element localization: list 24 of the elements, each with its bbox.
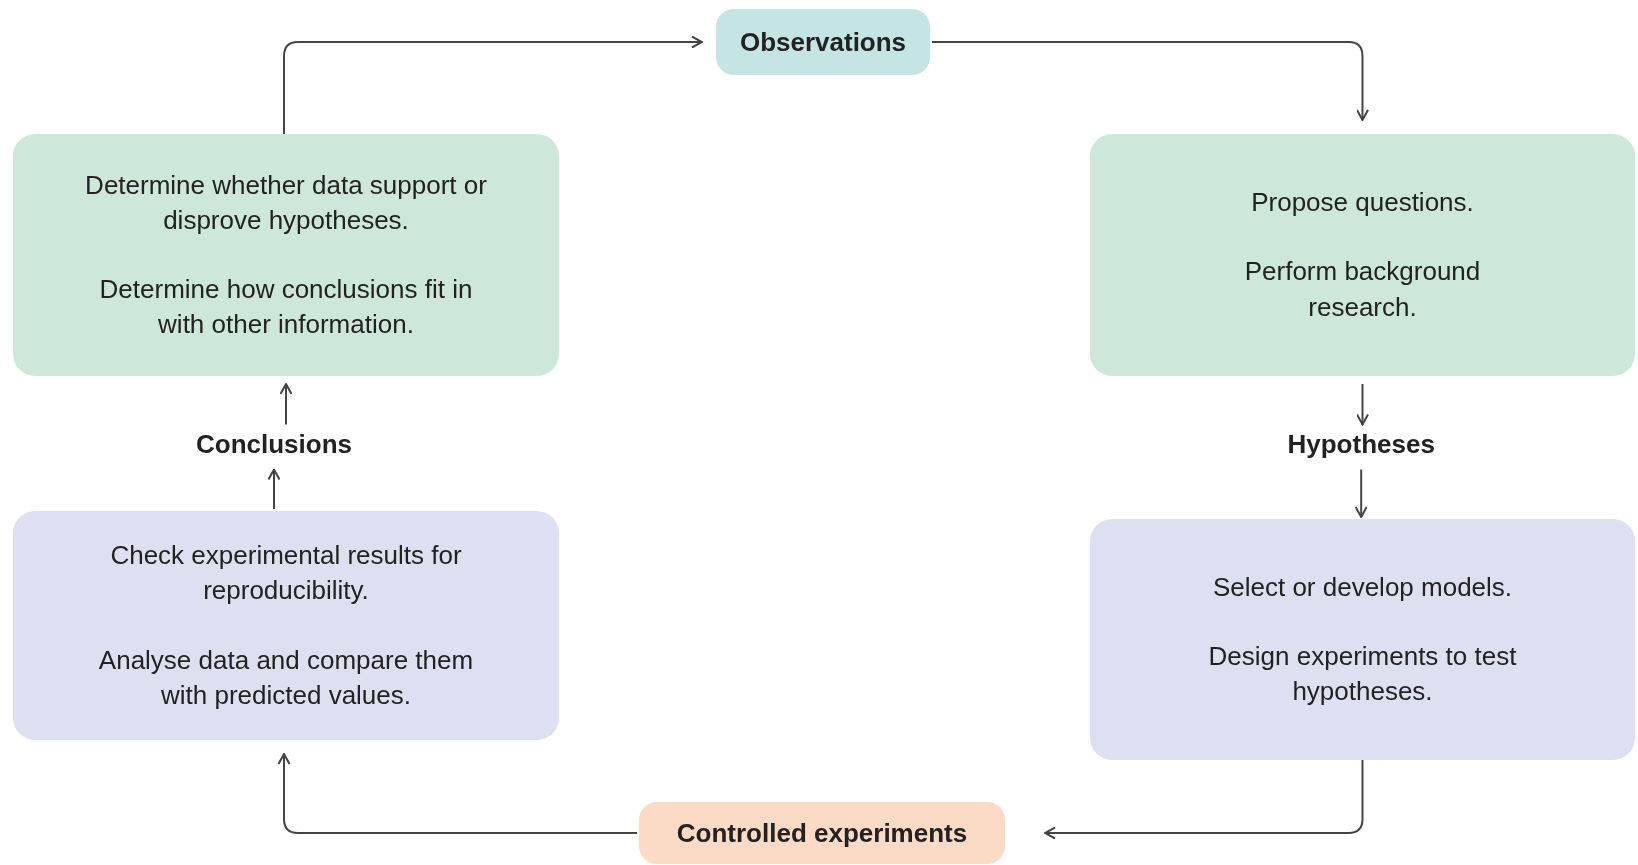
process-box [13,134,559,376]
arrow [267,468,281,510]
process-box [1090,134,1635,376]
description-text: Check experimental results for reproducibility. [109,539,463,608]
description-text: Analyse data and compare them with predicted values. [97,643,475,712]
arrow [1356,383,1369,426]
description-text: Perform background research. [1243,255,1482,324]
process-box [13,511,559,740]
description-text: Propose questions. [1251,186,1474,220]
arrow [277,753,638,834]
start-pill [716,9,930,75]
stage-pill [639,802,1005,864]
node-title: Controlled experiments [676,817,968,849]
arrow [1044,759,1364,840]
arrow [931,41,1369,121]
process-box [1090,519,1635,760]
description-text: Determine how conclusions fit in with other information. [98,273,474,342]
node-title: Observations [739,26,907,58]
description-text: Design experiments to test hypotheses. [1207,639,1518,709]
arrow [1354,468,1368,518]
arrow [279,383,293,426]
arrow [283,35,703,135]
description-text: Select or develop models. [1212,570,1513,604]
description-text: Determine whether data support or disprove hypotheses. [84,168,488,237]
